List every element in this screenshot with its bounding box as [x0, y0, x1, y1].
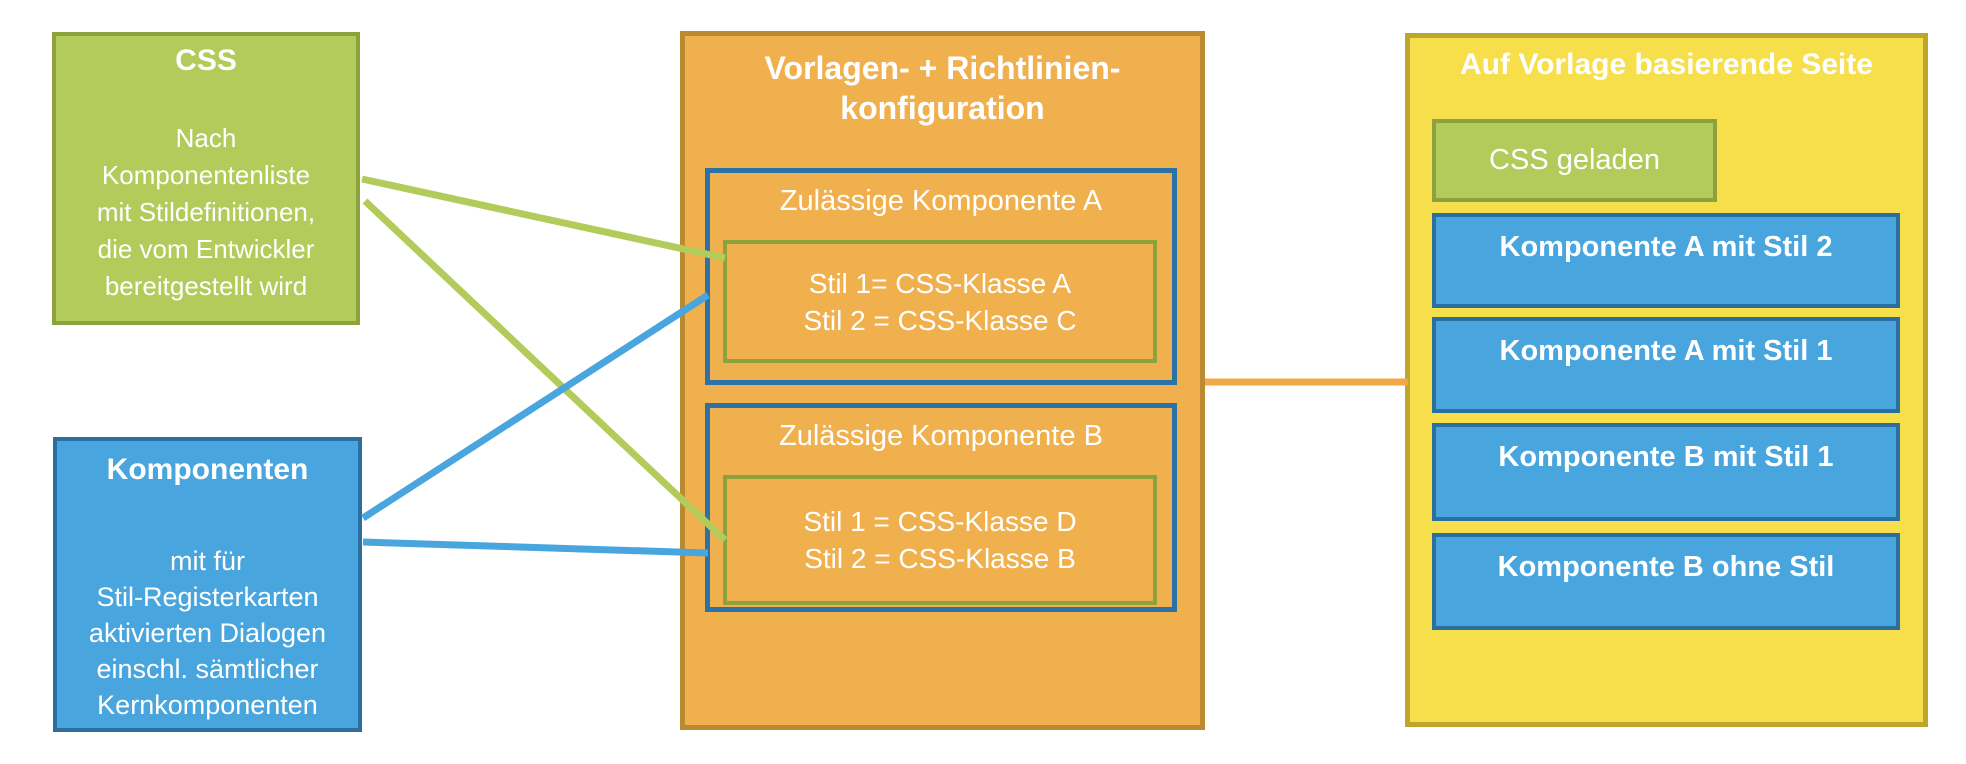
config-box-title-line: Vorlagen- + Richtlinien-	[764, 50, 1121, 86]
allowed-component-a-title: Zulässige Komponente A	[779, 185, 1103, 217]
allowed-component-b-box: Zulässige Komponente B	[705, 403, 1177, 612]
component-a-style-line: Stil 1= CSS-Klasse A	[808, 267, 1072, 299]
connector-css-to-styles-b	[362, 198, 728, 543]
page-component-row: Komponente A mit Stil 1	[1432, 317, 1900, 413]
css-box-body: Nach Komponentenliste mit Stildefinition…	[56, 120, 356, 305]
component-b-styles-box: Stil 1 = CSS-Klasse D Stil 2 = CSS-Klass…	[723, 475, 1157, 605]
components-box-body-line: mit für	[169, 546, 245, 576]
components-box-title: Komponenten	[106, 453, 309, 486]
css-box-title: CSS	[175, 44, 237, 77]
component-a-style-line: Stil 2 = CSS-Klasse C	[803, 304, 1077, 336]
connector-css-to-styles-a	[361, 175, 726, 262]
components-box-body: mit für Stil-Registerkarten aktivierten …	[57, 543, 358, 723]
css-box-body-line: Nach	[175, 123, 237, 153]
config-box-title: Vorlagen- + Richtlinien- konfiguration	[708, 48, 1178, 128]
connector-components-to-component-a	[361, 292, 710, 521]
css-box-body-line: mit Stildefinitionen,	[96, 197, 316, 227]
page-component-row: Komponente B ohne Stil	[1432, 533, 1900, 630]
components-source-box: Komponenten mit für Stil-Registerkarten …	[53, 437, 362, 732]
component-a-styles-box: Stil 1= CSS-Klasse A Stil 2 = CSS-Klasse…	[723, 240, 1157, 363]
css-loaded-label: CSS geladen	[1489, 144, 1660, 176]
component-b-style-line: Stil 2 = CSS-Klasse B	[804, 543, 1076, 574]
allowed-component-b-title: Zulässige Komponente B	[778, 420, 1104, 452]
page-component-row: Komponente A mit Stil 2	[1432, 213, 1900, 308]
components-box-body-line: Kernkomponenten	[97, 690, 318, 720]
components-box-body-line: aktivierten Dialogen	[88, 618, 327, 648]
config-box-title-line: konfiguration	[840, 90, 1045, 126]
css-loaded-box: CSS geladen	[1432, 119, 1717, 202]
components-box-body-line: einschl. sämtlicher	[96, 654, 319, 684]
css-box-body-line: die vom Entwickler	[97, 234, 315, 264]
css-box-body-line: bereitgestellt wird	[104, 271, 308, 301]
connector-components-to-component-b	[362, 538, 709, 557]
page-component-row: Komponente B mit Stil 1	[1432, 423, 1900, 521]
component-b-style-line: Stil 1 = CSS-Klasse D	[803, 506, 1077, 537]
css-source-box: CSS Nach Komponentenliste mit Stildefini…	[52, 32, 360, 325]
allowed-component-a-box: Zulässige Komponente A	[705, 168, 1177, 385]
components-box-body-line: Stil-Registerkarten	[96, 582, 319, 612]
page-box-title: Auf Vorlage basierende Seite	[1460, 48, 1873, 81]
css-box-body-line: Komponentenliste	[101, 160, 311, 190]
